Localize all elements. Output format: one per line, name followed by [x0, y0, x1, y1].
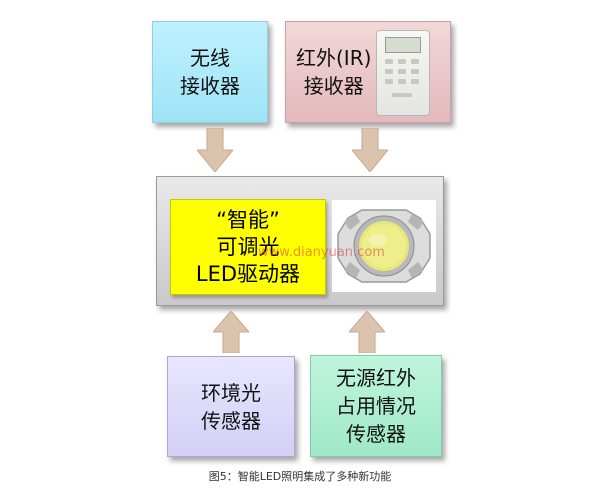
pir-occupancy-sensor-box: 无源红外 占用情况 传感器 — [310, 355, 442, 457]
up-arrow-icon — [349, 311, 385, 353]
smart-dimmable-led-driver-box: “智能” 可调光 LED驱动器 — [170, 199, 326, 295]
ir-receiver-label: 红外(IR) 接收器 — [296, 46, 372, 98]
ambient-light-sensor-box: 环境光 传感器 — [167, 356, 295, 457]
ir-remote-control-image — [376, 30, 430, 116]
up-arrow-icon — [213, 311, 249, 353]
figure-caption: 图5：智能LED照明集成了多种新功能 — [208, 470, 392, 483]
watermark-text: www.dianyuan.com — [258, 245, 385, 260]
led-chip-image — [332, 200, 436, 292]
pir-occupancy-sensor-label: 无源红外 占用情况 传感器 — [336, 366, 416, 446]
ambient-light-sensor-label: 环境光 传感器 — [201, 380, 261, 433]
wireless-receiver-label: 无线 接收器 — [180, 46, 240, 98]
driver-label: “智能” 可调光 LED驱动器 — [195, 207, 301, 286]
down-arrow-icon — [197, 128, 233, 172]
wireless-receiver-box: 无线 接收器 — [152, 21, 268, 123]
down-arrow-icon — [352, 128, 388, 172]
